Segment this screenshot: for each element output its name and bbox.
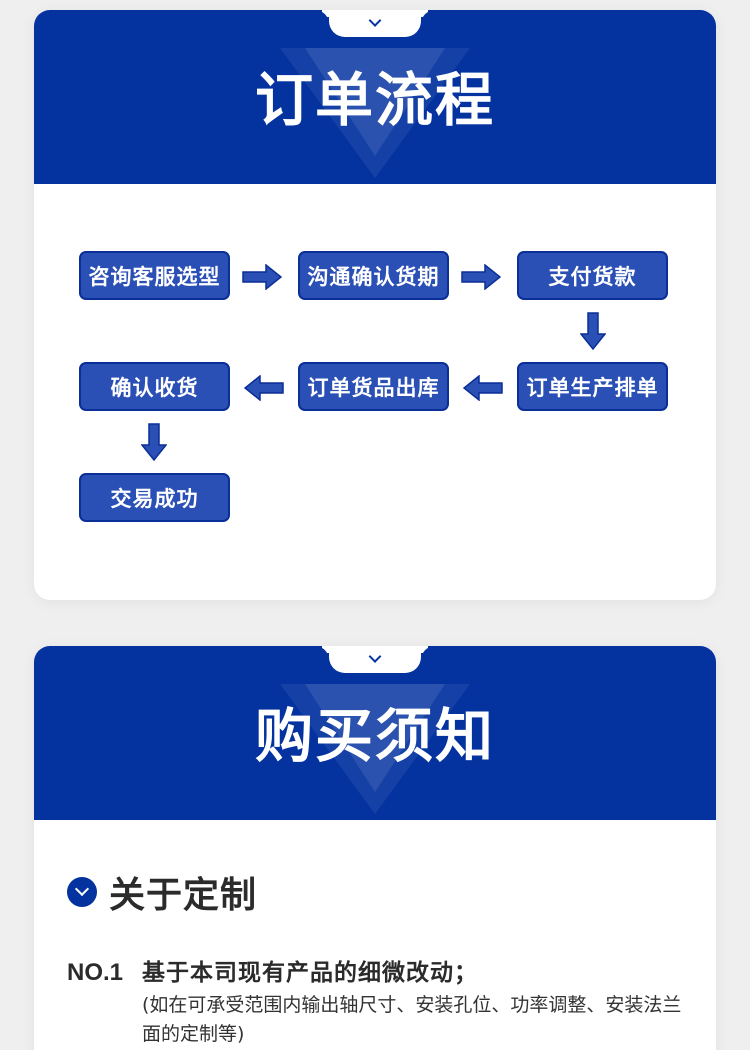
step-consult: 咨询客服选型 — [79, 251, 230, 300]
triangle-watermark-icon — [280, 48, 470, 178]
chevron-down-icon — [368, 650, 382, 663]
triangle-watermark-icon — [280, 684, 470, 814]
arrow-down-icon — [580, 312, 606, 350]
purchase-notes-card: 购买须知 关于定制 NO.1 基于本司现有产品的细微改动； (如在可承受范围内输… — [34, 646, 716, 1050]
arrow-down-icon — [141, 423, 167, 461]
purchase-notes-title: 购买须知 — [254, 702, 495, 770]
arrow-left-icon — [463, 375, 503, 401]
triangle-watermark-inner-icon — [305, 48, 445, 156]
order-process-card: 订单流程 咨询客服选型 沟通确认货期 支付货款 确认收货 订单货品出库 订单生产… — [34, 10, 716, 600]
order-process-title: 订单流程 — [254, 66, 495, 134]
order-process-banner: 订单流程 — [34, 10, 716, 184]
collapse-tab[interactable] — [329, 646, 421, 673]
item-description: (如在可承受范围内输出轴尺寸、安装孔位、功率调整、安装法兰面的定制等) — [142, 994, 682, 1045]
step-confirm-delivery: 沟通确认货期 — [298, 251, 449, 300]
collapse-tab[interactable] — [329, 10, 421, 37]
circle-chevron-down-icon — [67, 877, 97, 907]
chevron-down-icon — [368, 14, 382, 27]
process-flow: 咨询客服选型 沟通确认货期 支付货款 确认收货 订单货品出库 订单生产排单 交易… — [34, 184, 716, 600]
arrow-right-icon — [461, 264, 501, 290]
step-payment: 支付货款 — [517, 251, 668, 300]
triangle-watermark-inner-icon — [305, 684, 445, 792]
arrow-left-icon — [244, 375, 284, 401]
step-transaction-success: 交易成功 — [79, 473, 230, 522]
step-order-shipping: 订单货品出库 — [298, 362, 449, 411]
item-number: NO.1 — [67, 959, 124, 986]
item-title: 基于本司现有产品的细微改动； — [142, 960, 478, 986]
purchase-notes-banner: 购买须知 — [34, 646, 716, 820]
section-title: 关于定制 — [109, 875, 258, 916]
step-confirm-receipt: 确认收货 — [79, 362, 230, 411]
step-production-scheduling: 订单生产排单 — [517, 362, 668, 411]
arrow-right-icon — [242, 264, 282, 290]
section-header-customization[interactable]: 关于定制 — [67, 866, 257, 918]
